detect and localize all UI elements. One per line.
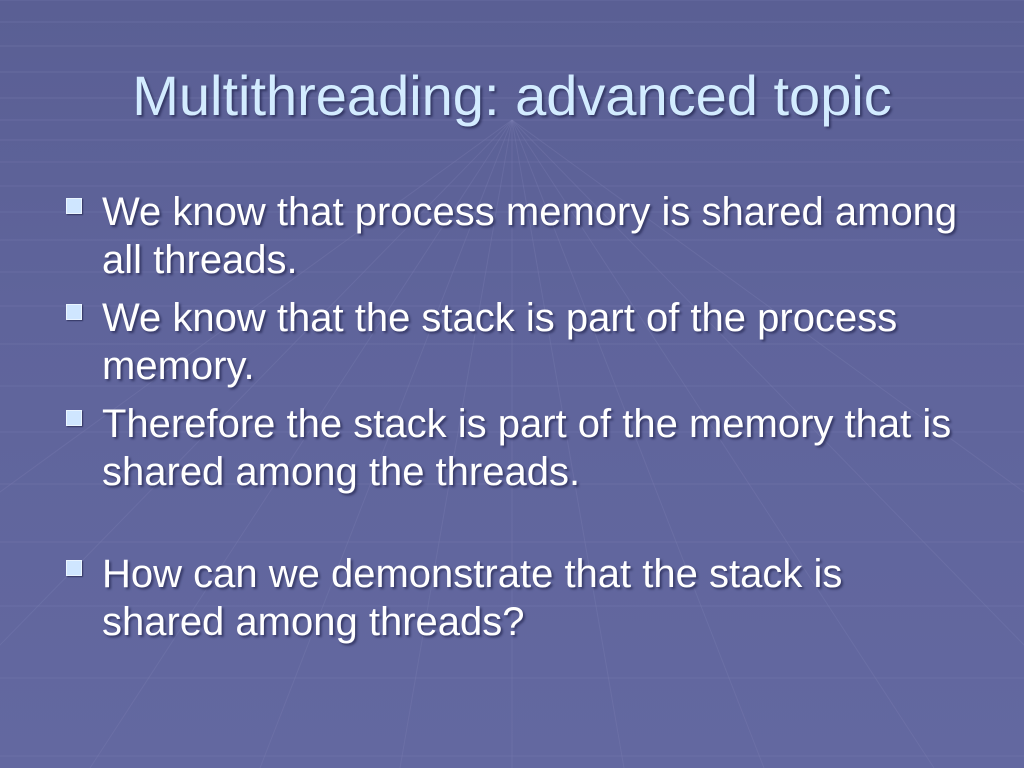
- square-bullet-icon: [66, 560, 82, 576]
- square-bullet-icon: [66, 304, 82, 320]
- slide-title: Multithreading: advanced topic: [132, 64, 892, 127]
- bullet-item: We know that the stack is part of the pr…: [62, 294, 962, 390]
- bullet-list: We know that process memory is shared am…: [62, 188, 962, 656]
- bullet-text: We know that process memory is shared am…: [102, 190, 958, 282]
- bullet-text: Therefore the stack is part of the memor…: [102, 402, 952, 494]
- bullet-text: How can we demonstrate that the stack is…: [102, 552, 843, 644]
- bullet-item: How can we demonstrate that the stack is…: [62, 550, 962, 646]
- square-bullet-icon: [66, 410, 82, 426]
- bullet-item: We know that process memory is shared am…: [62, 188, 962, 284]
- bullet-item: Therefore the stack is part of the memor…: [62, 400, 962, 496]
- bullet-text: We know that the stack is part of the pr…: [102, 296, 898, 388]
- square-bullet-icon: [66, 198, 82, 214]
